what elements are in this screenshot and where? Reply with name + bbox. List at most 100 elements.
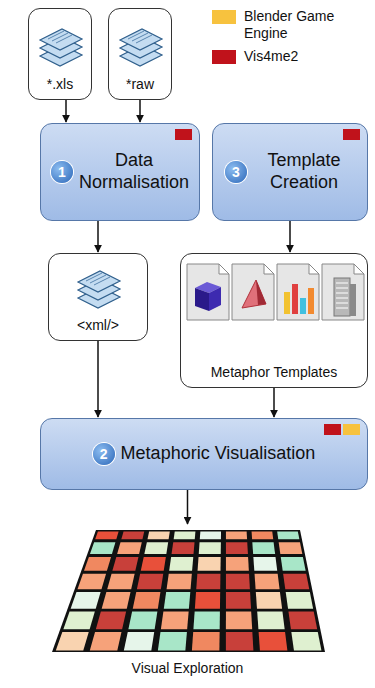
pyramid-face — [256, 280, 266, 305]
text-line — [132, 33, 148, 41]
heatmap-cell — [137, 574, 163, 589]
document-sheet — [78, 271, 120, 292]
heatmap-ground — [52, 530, 325, 652]
page-shape — [232, 264, 274, 320]
heatmap-cell — [158, 632, 187, 650]
process-box: 3Template Creation — [212, 123, 368, 221]
box-title: Template Creation — [253, 150, 355, 193]
heatmap-cell — [172, 542, 195, 554]
heatmap-cell — [117, 542, 142, 554]
text-line — [128, 31, 144, 39]
heatmap-cell — [196, 574, 220, 589]
heatmap-cell — [226, 632, 253, 650]
page-fold — [309, 264, 319, 274]
heatmap-cell — [195, 592, 220, 609]
heatmap-cell — [174, 531, 196, 539]
heatmap-cell — [193, 612, 220, 630]
heatmap-cell — [90, 632, 122, 650]
legend-label: Vis4me2 — [244, 48, 364, 65]
window-row — [336, 302, 348, 304]
heatmap-cell — [147, 531, 169, 539]
flow-arrow — [139, 100, 141, 122]
page-fold — [219, 264, 229, 274]
heatmap-cell — [226, 542, 248, 554]
pyramid-shape — [242, 280, 266, 308]
heatmap-cell — [288, 612, 317, 630]
tool-marker — [343, 424, 360, 435]
heatmap-cell — [256, 592, 282, 609]
page-shape — [277, 264, 319, 320]
text-line — [86, 273, 102, 281]
heatmap-picture — [52, 530, 325, 652]
bar-icon — [308, 288, 314, 314]
heatmap-cell — [133, 592, 161, 609]
cube-side — [209, 287, 221, 311]
heatmap-cell — [291, 632, 321, 650]
box-label: *raw — [126, 76, 154, 93]
heatmap-cell — [167, 574, 192, 589]
heatmap-cell — [164, 592, 190, 609]
heatmap-cell — [259, 632, 288, 650]
heatmap-cell — [121, 531, 144, 539]
heatmap-cell — [84, 557, 111, 571]
heatmap-cell — [255, 574, 280, 589]
heatmap-cell — [102, 592, 131, 609]
step-number: 2 — [93, 443, 115, 465]
heatmap-cell — [141, 557, 166, 571]
heatmap-cell — [169, 557, 193, 571]
flow-arrow — [65, 100, 67, 122]
building-icon — [334, 278, 350, 316]
box-title: Data Normalisation — [79, 150, 189, 193]
flow-arrow — [289, 221, 291, 252]
data-box: <xml/> — [48, 253, 148, 341]
cube-side — [195, 288, 209, 311]
heatmap-cell — [283, 574, 309, 589]
text-line — [94, 277, 110, 285]
heatmap-cell — [281, 557, 306, 571]
legend-label: Blender Game Engine — [244, 8, 364, 42]
text-line — [48, 31, 64, 39]
heatmap-cell — [107, 574, 134, 589]
legend-entry: Blender Game Engine — [212, 8, 372, 42]
heatmap-cell — [198, 557, 221, 571]
text-line — [56, 35, 72, 43]
document-sheet — [120, 29, 162, 50]
heatmap-cell — [144, 542, 168, 554]
document-stack-icon — [120, 29, 162, 66]
heatmap-cell — [161, 612, 189, 630]
heatmap-cell — [56, 632, 89, 650]
heatmap-cell — [199, 542, 221, 554]
heatmap-cell — [277, 531, 299, 539]
heatmap-cell — [63, 612, 94, 630]
template-icon — [277, 264, 319, 320]
template-icon — [322, 264, 364, 320]
heatmap-cell — [226, 557, 249, 571]
page-fold — [354, 264, 364, 274]
flow-arrow — [97, 341, 99, 417]
window-row — [336, 297, 348, 299]
process-box: 2Metaphoric Visualisation — [40, 418, 368, 490]
heatmap-cell — [71, 592, 101, 609]
legend: Blender Game EngineVis4me2 — [212, 8, 372, 70]
heatmap-cell — [96, 612, 126, 630]
box-label: *.xls — [47, 76, 73, 93]
heatmap-cell — [128, 612, 157, 630]
heatmap-cell — [226, 531, 247, 539]
text-line — [52, 33, 68, 41]
document-stack-icon — [78, 271, 120, 308]
heatmap-cell — [279, 542, 303, 554]
heatmap-cell — [257, 612, 285, 630]
flow-arrow — [187, 490, 189, 524]
text-line — [136, 35, 152, 43]
heatmap-cell — [226, 612, 252, 630]
page-fold — [264, 264, 274, 274]
heatmap-cell — [226, 574, 250, 589]
data-box: *raw — [108, 8, 172, 100]
template-icon — [187, 264, 229, 320]
heatmap-cell — [90, 542, 115, 554]
picture-node: Visual Exploration — [50, 525, 325, 677]
data-box: Metaphor Templates — [180, 253, 368, 388]
